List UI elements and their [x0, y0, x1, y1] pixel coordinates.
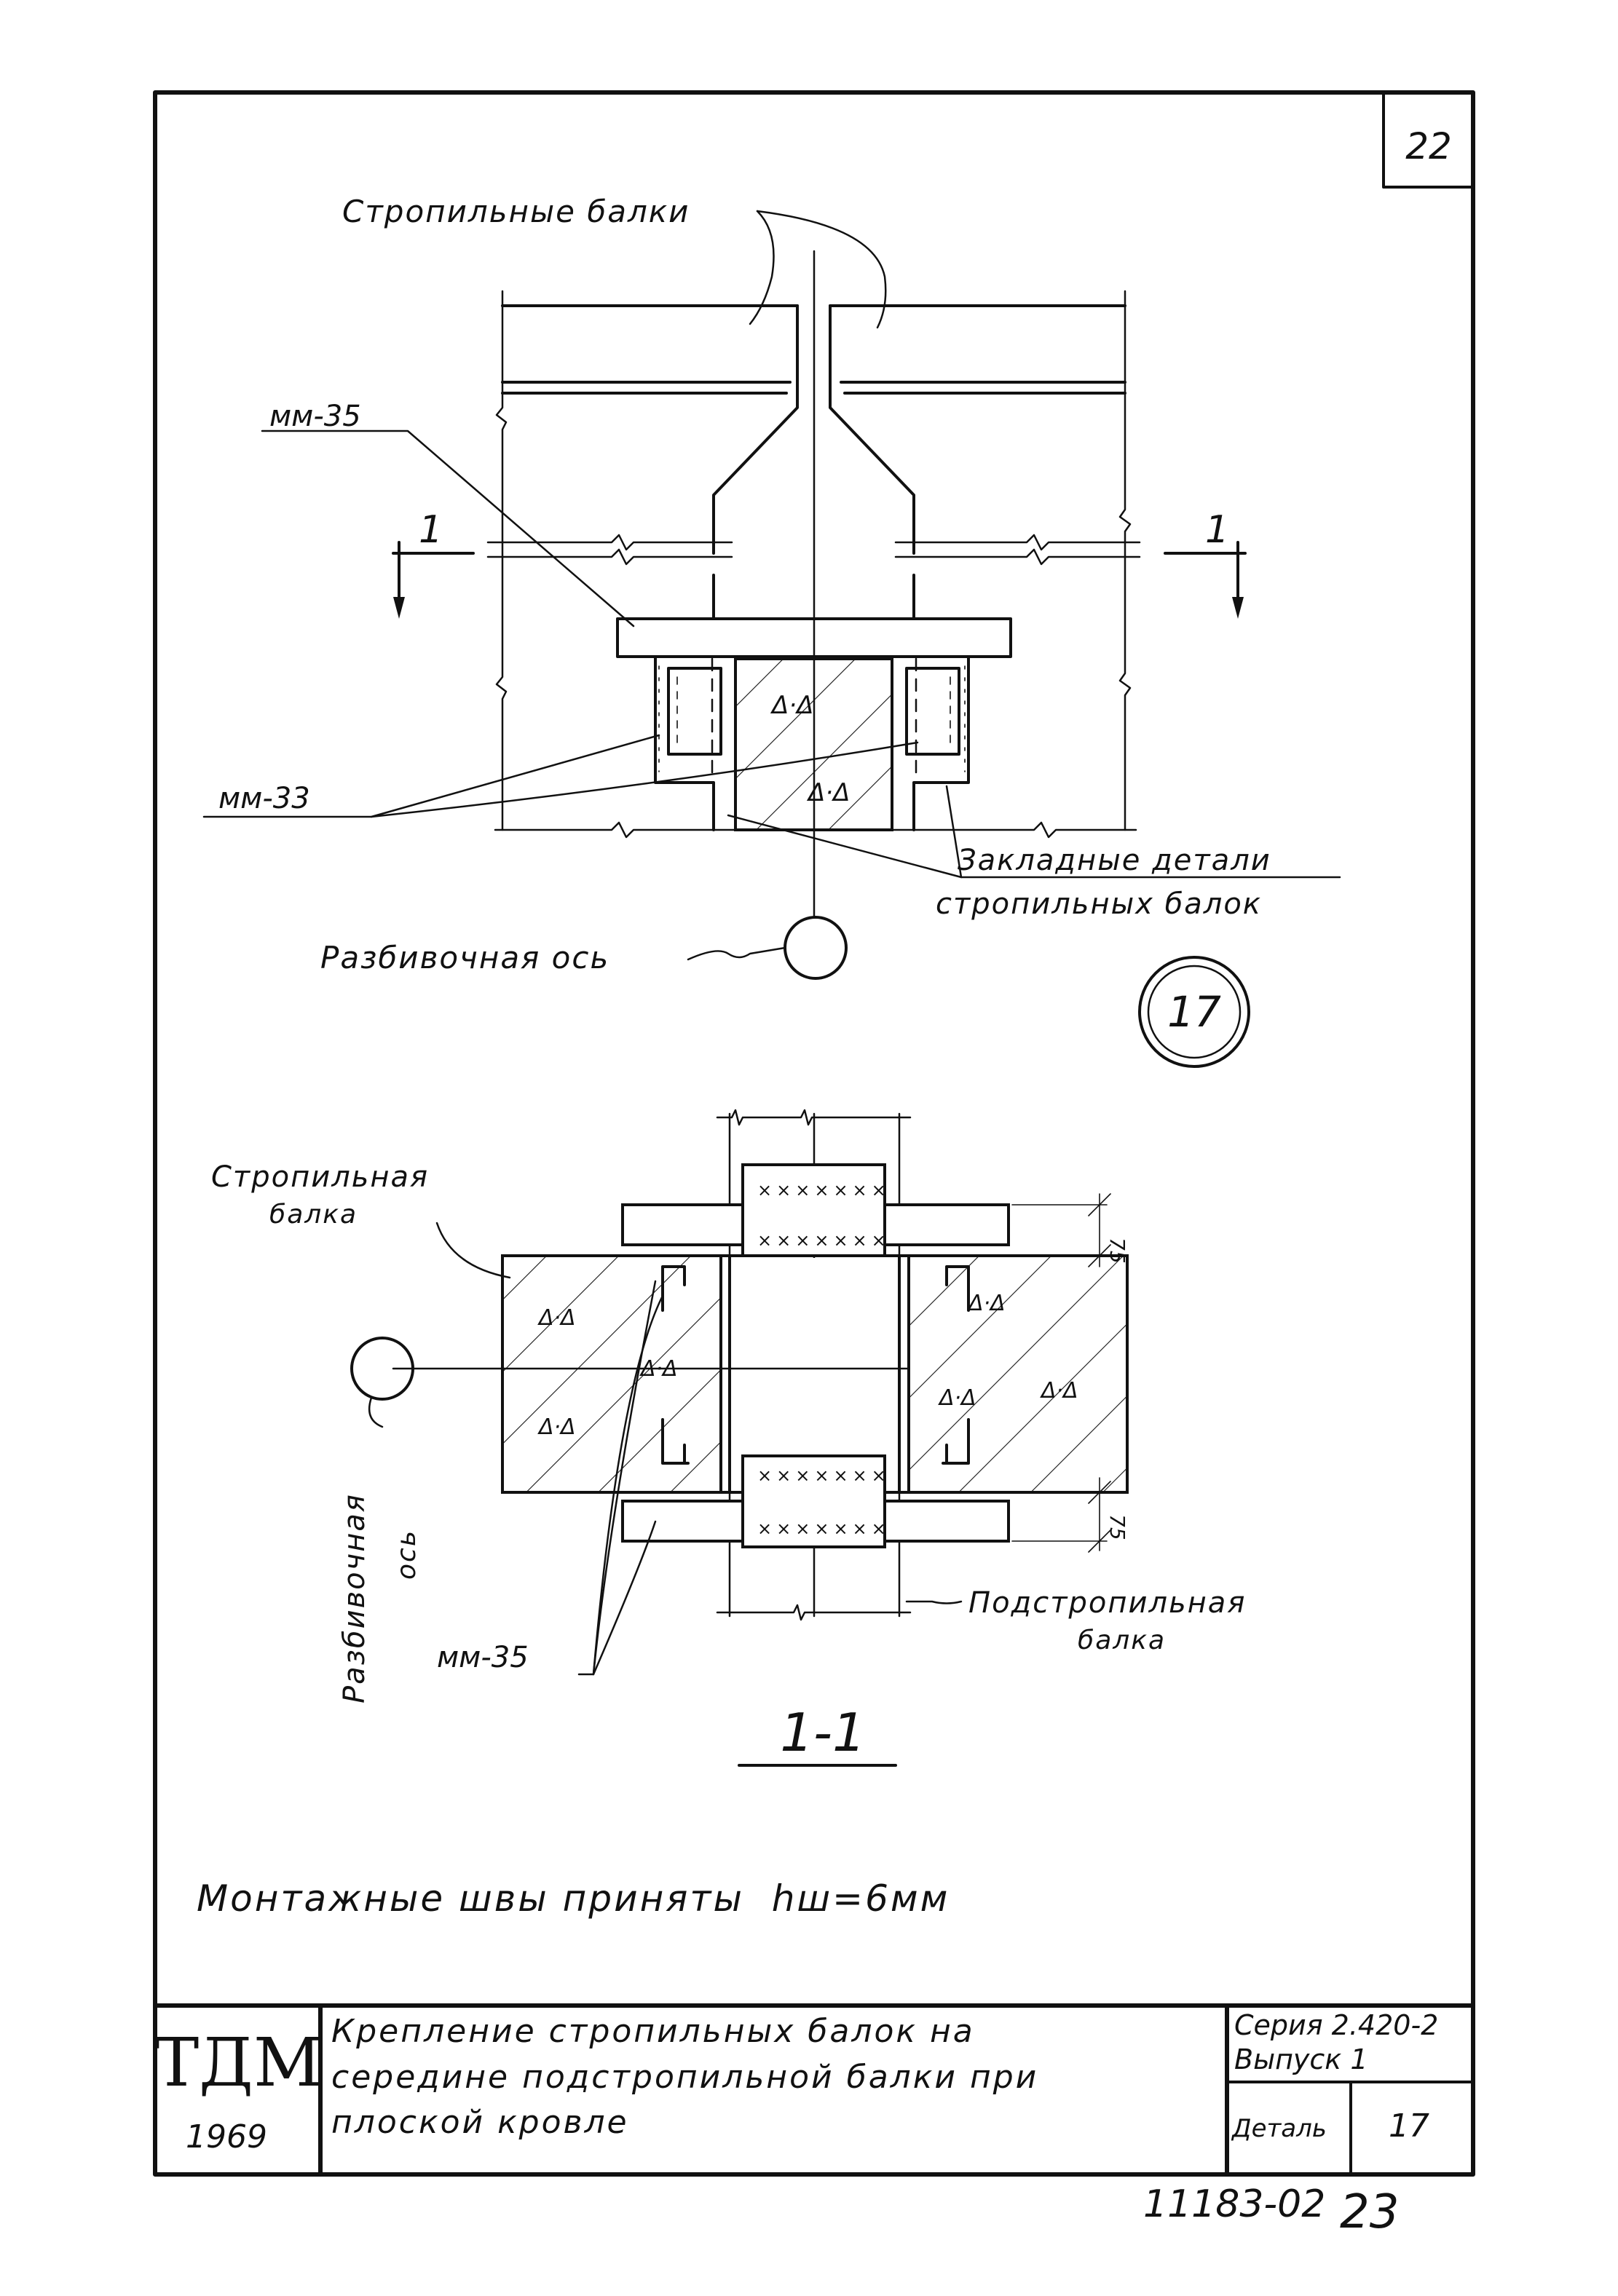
svg-text:Δ·Δ: Δ·Δ: [537, 1414, 576, 1440]
embedded-right: [905, 667, 960, 756]
svg-text:75: 75: [1105, 1514, 1129, 1540]
label-axis-1: Разбивочная: [338, 1493, 371, 1703]
label-truss-2: балка: [1078, 1626, 1166, 1655]
year: 1969: [186, 2118, 267, 2156]
section-1-1: Δ·Δ Δ·Δ Δ·Δ Δ·Δ Δ·Δ Δ·Δ ××××××× ××××××× …: [211, 1109, 1246, 1767]
label-axis-2: ось: [392, 1529, 422, 1580]
embedded-bottom-section: [741, 1454, 886, 1548]
svg-text:Δ·Δ: Δ·Δ: [1040, 1378, 1078, 1404]
svg-text:Δ·Δ: Δ·Δ: [806, 778, 850, 807]
svg-text:75: 75: [1105, 1238, 1129, 1264]
svg-text:×××××××: ×××××××: [757, 1230, 891, 1251]
rafter-section-right: [907, 1254, 1129, 1494]
series-line-2: Выпуск 1: [1234, 2043, 1368, 2075]
doc-number: 11183-02: [1143, 2182, 1325, 2226]
series-line-1: Серия 2.420-2: [1234, 2009, 1438, 2041]
svg-text:1: 1: [1205, 508, 1229, 552]
label-rafter-2: балка: [269, 1200, 358, 1230]
sheet-number: 22: [1405, 125, 1452, 167]
top-view: Δ·Δ Δ·Δ 1 1: [202, 194, 1341, 1068]
label-mm35-top: мм-35: [269, 400, 361, 433]
svg-text:×××××××: ×××××××: [757, 1465, 891, 1486]
svg-text:Δ·Δ: Δ·Δ: [938, 1385, 976, 1411]
label-mm35-section: мм-35: [437, 1641, 529, 1674]
svg-text:1: 1: [419, 508, 443, 552]
dimension-bottom: 75: [1011, 1477, 1129, 1553]
embedded-top-section: [741, 1163, 886, 1257]
detail-marker: 17: [1138, 956, 1250, 1068]
svg-text:×××××××: ×××××××: [757, 1519, 891, 1539]
svg-text:×××××××: ×××××××: [757, 1180, 891, 1200]
svg-text:17: 17: [1167, 987, 1221, 1037]
detail-value: 17: [1389, 2107, 1429, 2145]
svg-text:Δ·Δ: Δ·Δ: [967, 1291, 1006, 1316]
section-title: 1-1: [780, 1702, 866, 1763]
title-line-2: середине подстропильной балки при: [331, 2059, 1038, 2096]
label-axis-top: Разбивочная ось: [320, 940, 609, 975]
title-block: ТДМ 1969 Крепление стропильных балок на …: [153, 2003, 1475, 2177]
label-rafter-1: Стропильная: [211, 1160, 429, 1194]
title-line-1: Крепление стропильных балок на: [331, 2013, 975, 2050]
section-mark-right: 1: [1164, 508, 1247, 619]
drawing-frame: [153, 90, 1475, 2177]
label-embedded-1: Закладные детали: [958, 844, 1271, 877]
note-welds: Монтажные швы приняты hш=6мм: [197, 1877, 950, 1920]
org-logo: ТДМ: [154, 2024, 322, 2102]
title-line-3: плоской кровле: [331, 2104, 629, 2141]
label-truss-1: Подстропильная: [968, 1586, 1246, 1620]
svg-text:Δ·Δ: Δ·Δ: [537, 1305, 576, 1331]
label-mm33: мм-33: [218, 782, 310, 815]
page-number: 23: [1340, 2185, 1399, 2239]
dimension-top: 75: [1011, 1193, 1129, 1267]
section-mark-left: 1: [392, 508, 475, 619]
svg-text:Δ·Δ: Δ·Δ: [770, 691, 813, 720]
sheet-number-box: 22: [1382, 91, 1475, 189]
detail-label: Деталь: [1231, 2114, 1327, 2143]
rafter-section-left: [501, 1254, 722, 1494]
label-rafters: Стропильные балки: [342, 194, 690, 229]
embedded-left: [667, 667, 722, 756]
label-embedded-2: стропильных балок: [936, 887, 1262, 921]
